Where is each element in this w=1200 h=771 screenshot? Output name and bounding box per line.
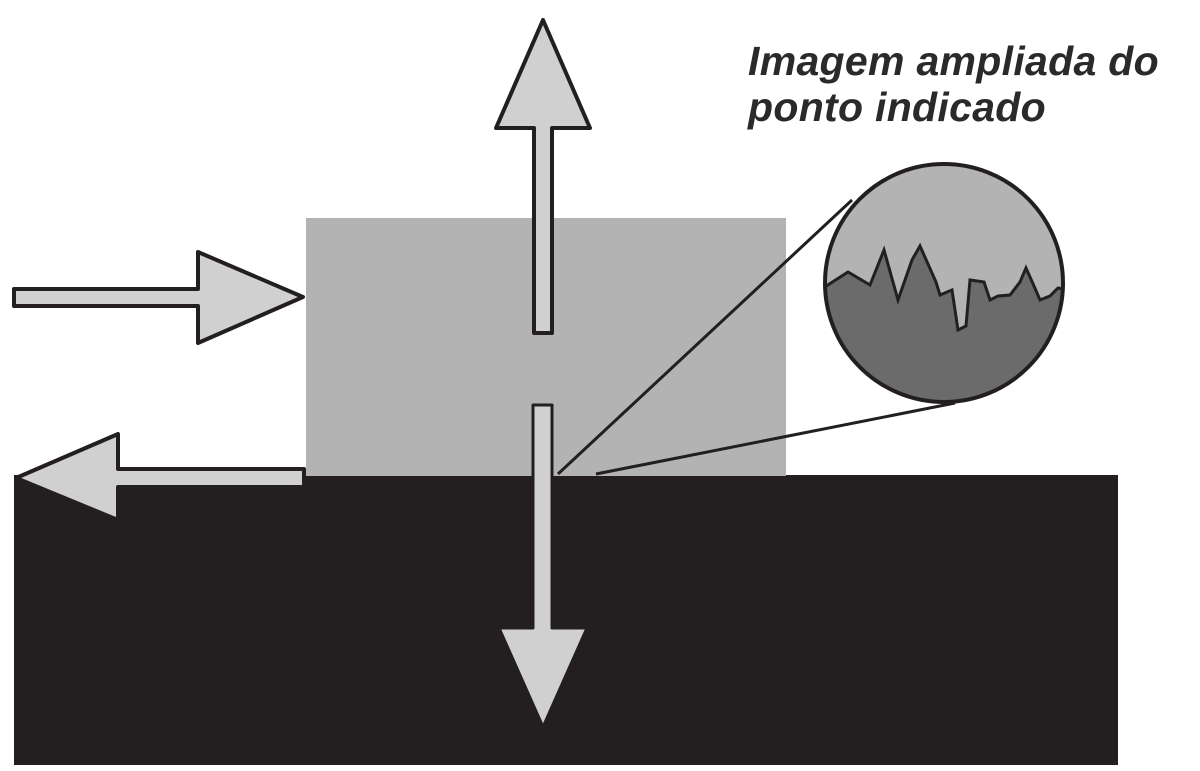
arrow-up bbox=[494, 18, 592, 335]
magnified-view bbox=[823, 162, 1065, 404]
surface bbox=[14, 475, 1118, 765]
caption-line-2: ponto indicado bbox=[748, 84, 1046, 130]
magnifier-connector-lower bbox=[595, 401, 956, 476]
arrow-left bbox=[14, 432, 306, 522]
caption-line-1: Imagem ampliada do bbox=[748, 38, 1159, 84]
magnifier-connector-upper bbox=[556, 198, 854, 476]
arrow-right bbox=[12, 250, 305, 345]
magnified-rough-surface bbox=[825, 242, 1063, 402]
magnified-caption: Imagem ampliada do ponto indicado bbox=[748, 38, 1193, 130]
arrow-down bbox=[497, 403, 589, 729]
